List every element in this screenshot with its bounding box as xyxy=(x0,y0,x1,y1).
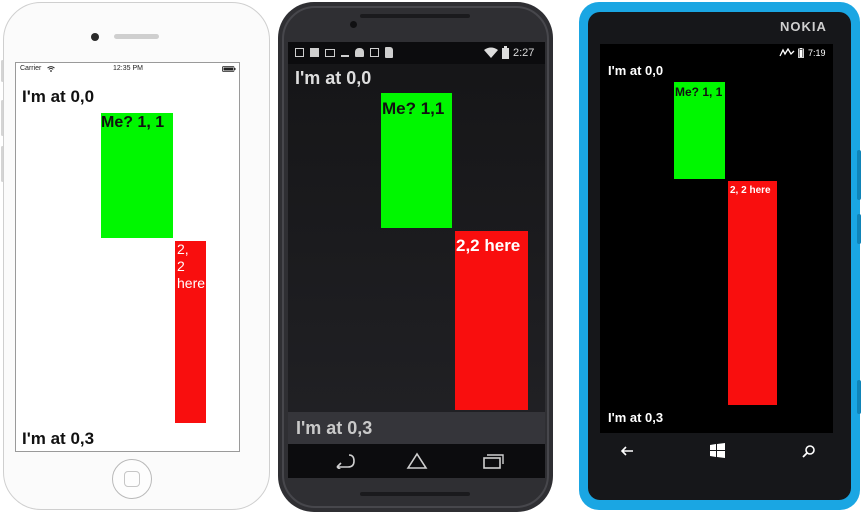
green-cell-1-1: Me? 1, 1 xyxy=(674,82,725,179)
tablet-icon xyxy=(295,48,304,57)
iphone-mute-switch xyxy=(1,60,4,82)
calendar-icon xyxy=(370,48,379,57)
wp-navigation-keys xyxy=(600,438,833,464)
signal-icon xyxy=(779,48,795,57)
battery-icon xyxy=(798,48,804,58)
label-row0-col0: I'm at 0,0 xyxy=(608,63,664,78)
windows-phone-screen: 7:19 I'm at 0,0 Me? 1, 1 2, 2 here I'm a… xyxy=(600,44,833,433)
nokia-logo: NOKIA xyxy=(780,19,827,34)
wifi-icon xyxy=(47,66,55,72)
green-cell-1-1: Me? 1, 1 xyxy=(101,113,173,238)
ios-clock: 12:35 PM xyxy=(113,65,143,72)
android-front-camera xyxy=(350,21,357,28)
red-cell-label: 2,2 here xyxy=(456,236,521,255)
label-row3-col0: I'm at 0,3 xyxy=(22,429,95,448)
red-cell-label: 2, 2 here xyxy=(177,241,206,291)
iphone-earpiece xyxy=(114,34,159,39)
carrier-label: Carrier xyxy=(20,65,42,72)
android-screen: 2:27 I'm at 0,0 Me? 1,1 2,2 here I'm at … xyxy=(288,42,545,478)
ios-status-bar: Carrier 12:35 PM xyxy=(16,63,239,77)
android-device-edge xyxy=(282,6,549,508)
red-cell-2-2: 2,2 here xyxy=(455,231,528,410)
wp-status-bar: 7:19 xyxy=(600,44,833,62)
gmail-icon xyxy=(325,49,335,57)
recents-icon[interactable] xyxy=(481,453,505,469)
home-square-icon xyxy=(124,471,140,487)
android-clock: 2:27 xyxy=(513,47,535,59)
android-status-bar: 2:27 xyxy=(288,42,545,64)
back-icon[interactable] xyxy=(331,453,355,469)
android-navigation-bar xyxy=(288,444,545,478)
iphone-screen: Carrier 12:35 PM I'm at 0,0 Me? 1, 1 2, … xyxy=(15,62,240,452)
green-cell-label: Me? 1, 1 xyxy=(101,114,165,131)
wp-camera-key xyxy=(857,380,861,414)
green-cell-label: Me? 1, 1 xyxy=(675,85,723,99)
red-cell-2-2: 2, 2 here xyxy=(175,241,206,423)
wp-volume-key xyxy=(857,150,861,200)
android-bottom-row: I'm at 0,3 xyxy=(288,412,545,444)
label-row0-col0: I'm at 0,0 xyxy=(295,68,372,88)
download-icon xyxy=(341,47,349,57)
wp-power-key xyxy=(857,214,861,244)
image-icon xyxy=(310,48,319,57)
battery-icon xyxy=(222,66,236,72)
green-cell-label: Me? 1,1 xyxy=(382,99,445,118)
iphone-volume-down xyxy=(1,146,4,182)
wifi-icon xyxy=(484,47,498,58)
iphone-home-button[interactable] xyxy=(112,459,152,499)
android-top-speaker xyxy=(360,14,470,18)
wp-clock: 7:19 xyxy=(808,48,826,58)
back-arrow-icon[interactable] xyxy=(620,446,634,456)
search-icon[interactable] xyxy=(802,444,816,458)
windows-logo-icon[interactable] xyxy=(710,443,725,458)
green-cell-1-1: Me? 1,1 xyxy=(381,93,452,228)
iphone-volume-up xyxy=(1,100,4,136)
label-row3-col0: I'm at 0,3 xyxy=(296,418,373,438)
label-row3-col0: I'm at 0,3 xyxy=(608,410,664,425)
iphone-front-camera xyxy=(91,33,99,41)
battery-icon xyxy=(502,46,509,59)
android-icon xyxy=(355,48,364,57)
label-row0-col0: I'm at 0,0 xyxy=(22,87,95,106)
red-cell-2-2: 2, 2 here xyxy=(728,181,777,405)
android-bottom-speaker xyxy=(360,492,470,496)
home-icon[interactable] xyxy=(405,451,429,471)
sd-card-icon xyxy=(385,47,393,58)
red-cell-label: 2, 2 here xyxy=(730,185,771,196)
